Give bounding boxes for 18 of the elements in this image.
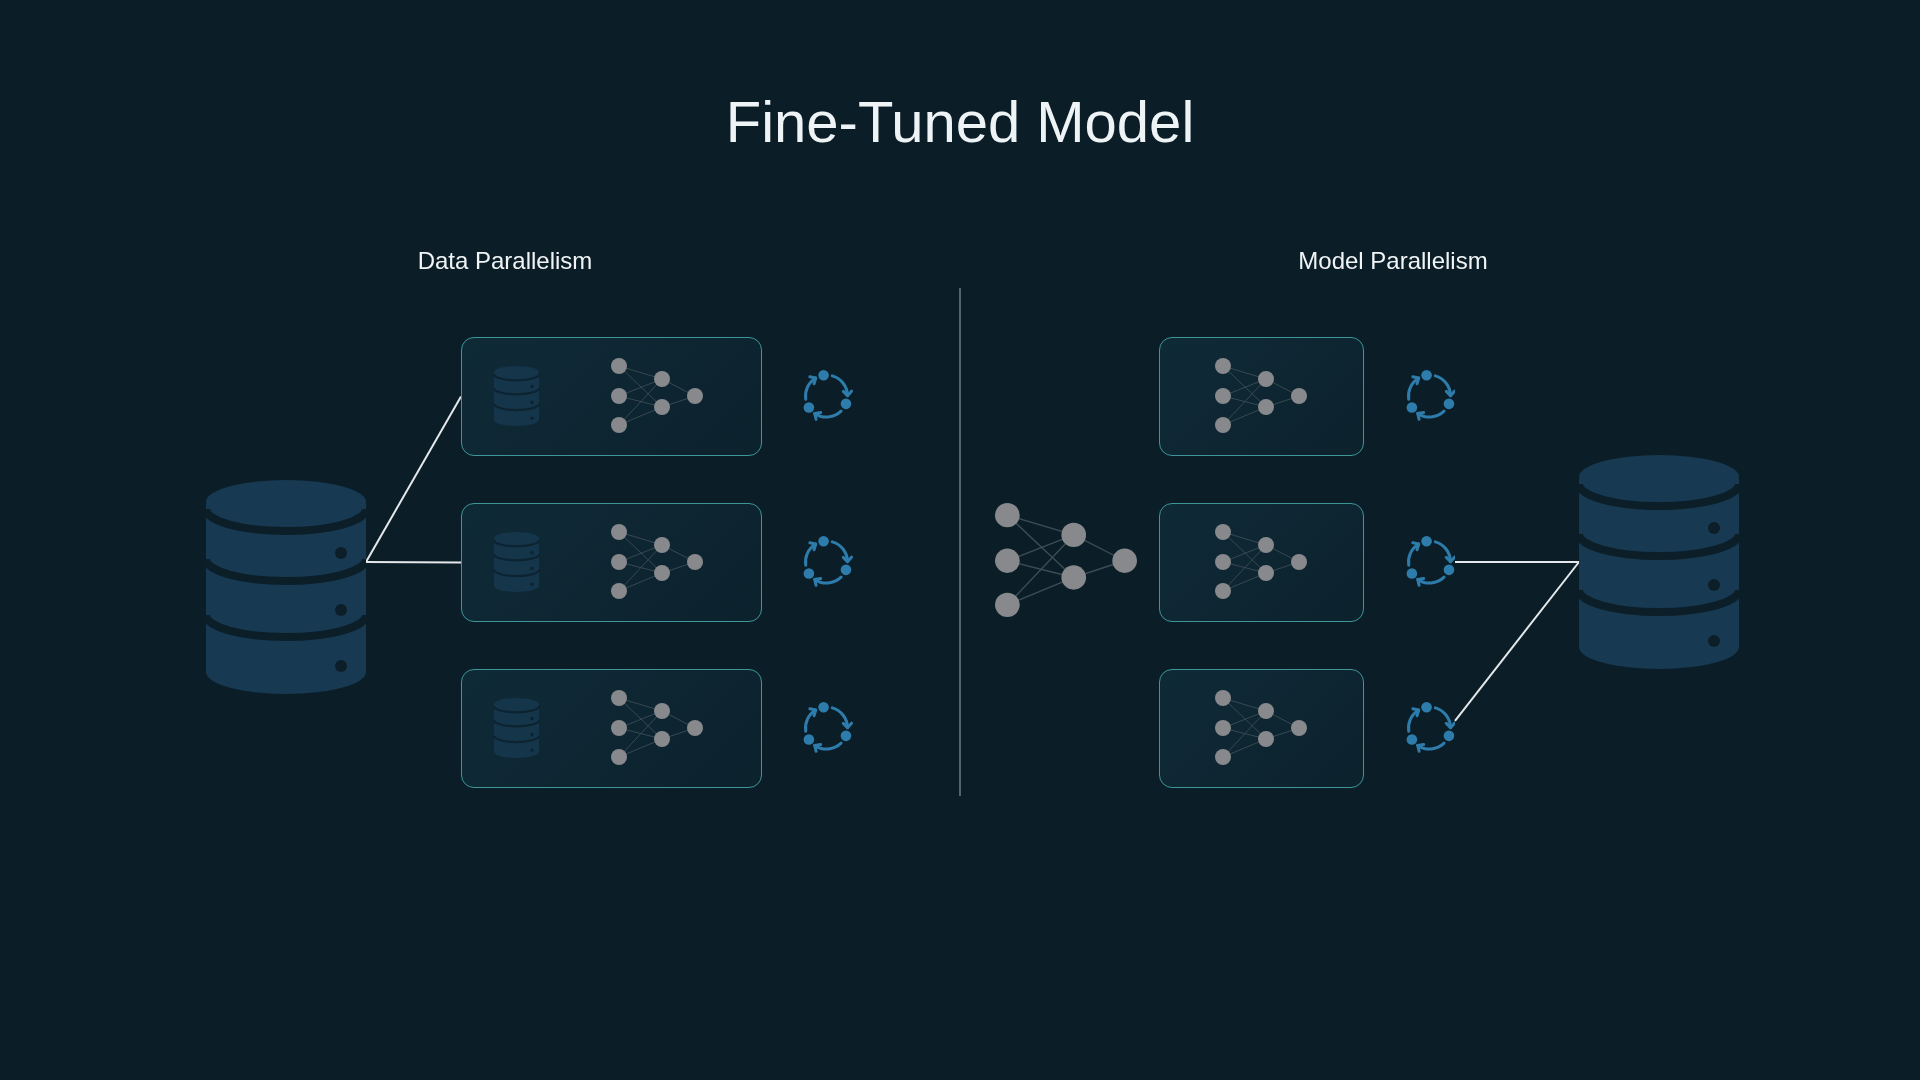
worker-card <box>461 669 762 788</box>
section-heading: Data Parallelism <box>417 246 593 276</box>
connector-line <box>1454 561 1580 564</box>
worker-card <box>1159 503 1364 622</box>
database-drawing <box>206 480 366 694</box>
cycle-icon <box>1404 368 1455 423</box>
connector-line <box>365 395 462 563</box>
database-drawing <box>1579 455 1739 669</box>
connector-line <box>365 560 462 564</box>
worker-card <box>461 503 762 622</box>
cycle-icon <box>1404 534 1455 589</box>
connector-line <box>1454 561 1580 722</box>
section-heading: Model Parallelism <box>1298 246 1488 276</box>
title: Fine-Tuned Model <box>725 88 1195 156</box>
worker-card <box>461 337 762 456</box>
worker-card <box>1159 337 1364 456</box>
cycle-icon <box>1404 700 1455 755</box>
worker-card <box>1159 669 1364 788</box>
